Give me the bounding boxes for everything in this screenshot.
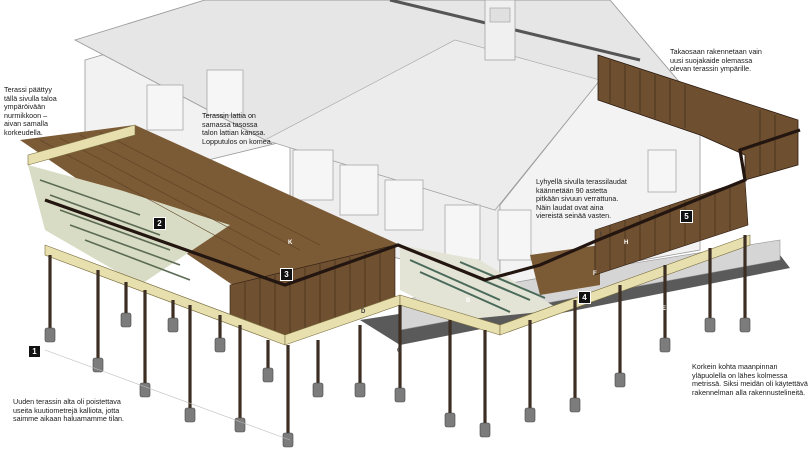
letter-i: I bbox=[600, 232, 602, 238]
badge-1: 1 bbox=[28, 345, 41, 358]
letter-d: D bbox=[361, 309, 366, 315]
joist-lines bbox=[39, 179, 191, 281]
letter-c: C bbox=[397, 348, 402, 354]
note-short-side: Lyhyellä sivulla terassilaudat käännetää… bbox=[536, 177, 627, 221]
deck-surface-middle bbox=[400, 245, 560, 320]
letter-f: F bbox=[593, 271, 597, 277]
deck-beam-right bbox=[499, 234, 751, 336]
letter-e: E bbox=[662, 306, 667, 312]
note-high-point: Korkein kohta maanpinnan yläpuolella on … bbox=[692, 362, 808, 397]
deck-surface-main bbox=[20, 125, 400, 290]
deck-outline-path bbox=[44, 128, 801, 287]
concrete-footings bbox=[44, 312, 751, 448]
letter-k: K bbox=[288, 240, 293, 246]
deck-beam-back bbox=[27, 124, 136, 166]
badge-5: 5 bbox=[680, 210, 693, 223]
note-back-wall: Takaosaan rakennetaan vain uusi suojakai… bbox=[670, 47, 762, 74]
chimney-cap bbox=[489, 7, 511, 23]
railing-right bbox=[594, 179, 749, 276]
deck-joists-left bbox=[28, 165, 230, 285]
letter-h: H bbox=[624, 240, 629, 246]
badge-4: 4 bbox=[578, 291, 591, 304]
windows bbox=[146, 69, 677, 261]
guide-line bbox=[44, 349, 291, 441]
badge-2: 2 bbox=[153, 217, 166, 230]
note-left-top: Terassi päättyy tällä sivulla taloa ympä… bbox=[4, 85, 57, 137]
deck-board-lines bbox=[39, 131, 321, 261]
deck-posts bbox=[48, 235, 747, 435]
letter-b: B bbox=[466, 298, 471, 304]
note-floor-level: Terassin lattia on samassa tasossa talon… bbox=[202, 111, 273, 146]
badge-3: 3 bbox=[280, 268, 293, 281]
note-rock-removal: Uuden terassin alta oli poistettava usei… bbox=[13, 397, 125, 424]
deck-surface-right bbox=[530, 245, 600, 295]
